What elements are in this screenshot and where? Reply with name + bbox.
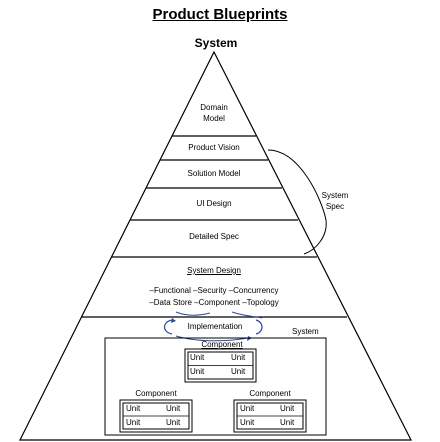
component-box-top	[184, 348, 257, 383]
pyramid-outline	[19, 50, 412, 441]
implementation-arrow-right	[255, 319, 263, 335]
component-label-left: Component	[135, 389, 177, 398]
unit-cell: Unit	[240, 404, 255, 413]
component-box-right	[233, 399, 307, 433]
component-link-right	[231, 311, 263, 319]
arrowhead	[171, 318, 176, 323]
product-vision-label: Product Vision	[188, 143, 240, 152]
diagram-title: Product Blueprints	[152, 6, 288, 23]
detailed-spec-label: Detailed Spec	[189, 232, 239, 241]
system-design-line1: –Functional –Security –Concurrency	[149, 286, 279, 295]
ui-design-label: UI Design	[196, 199, 232, 208]
system-spec-bracket	[267, 149, 327, 255]
system-box-label: System	[292, 327, 319, 336]
solution-model-label: Solution Model	[187, 169, 241, 178]
apex-label: System	[194, 36, 238, 50]
unit-cell: Unit	[126, 418, 141, 427]
system-design-heading: System Design	[187, 266, 241, 275]
implementation-arrow-left	[163, 319, 173, 335]
unit-cell: Unit	[166, 404, 181, 413]
unit-cell: Unit	[231, 353, 246, 362]
unit-cell: Unit	[280, 418, 295, 427]
unit-cell: Unit	[190, 353, 205, 362]
component-box-left	[119, 399, 193, 433]
implementation-arrow-bottom	[175, 335, 249, 342]
system-spec-label: System Spec	[321, 191, 349, 211]
component-link-left	[175, 311, 211, 316]
implementation-label: Implementation	[187, 322, 243, 331]
unit-cell: Unit	[190, 367, 205, 376]
system-design-line2: –Data Store –Component –Topology	[149, 298, 279, 307]
unit-cell: Unit	[126, 404, 141, 413]
system-box	[104, 337, 327, 436]
unit-cell: Unit	[166, 418, 181, 427]
component-label-right: Component	[249, 389, 291, 398]
unit-cell: Unit	[231, 367, 246, 376]
unit-cell: Unit	[280, 404, 295, 413]
component-label-top: Component	[201, 340, 243, 349]
unit-cell: Unit	[240, 418, 255, 427]
domain-model-label: Domain Model	[200, 103, 228, 123]
